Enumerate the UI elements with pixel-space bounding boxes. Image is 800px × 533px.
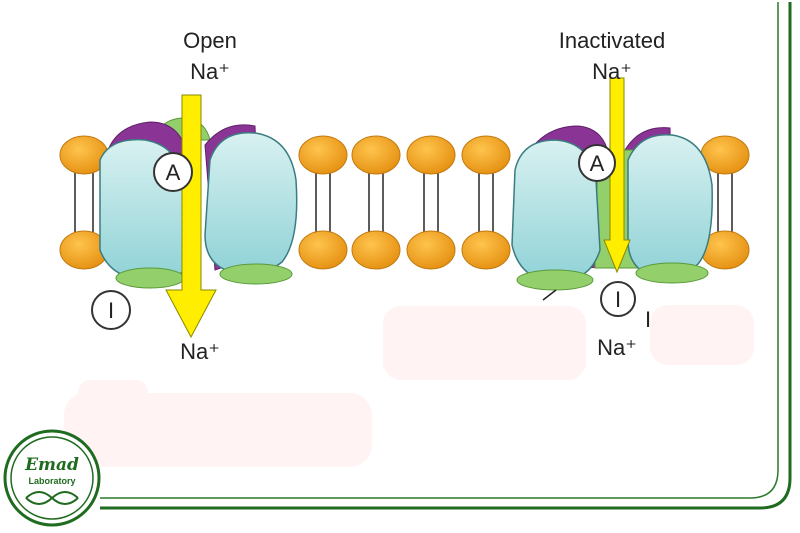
sodium-bottom-label: Na⁺	[180, 339, 220, 364]
activation-gate-left: A	[153, 152, 193, 192]
logo-subtitle: Laboratory	[28, 476, 75, 486]
protein-base-left	[115, 267, 185, 289]
frame-border	[100, 2, 792, 510]
inactivated-channel: A I Inactivated Na⁺ Na⁺ I	[511, 28, 713, 360]
redaction-box-4	[78, 380, 148, 410]
emad-laboratory-logo: Emad Laboratory	[3, 429, 101, 527]
stray-mark: I	[645, 307, 651, 332]
lipid-heads-top	[59, 135, 750, 175]
sodium-flow-arrow-blocked	[603, 77, 631, 274]
dna-icon	[25, 491, 79, 505]
inactivation-gate-label-r: I	[615, 287, 621, 312]
protein-base-right-r	[635, 262, 709, 284]
sodium-top-label: Na⁺	[190, 59, 230, 84]
inactivation-gate-right: I	[600, 281, 636, 317]
open-channel: A I Open Na⁺ Na⁺	[91, 28, 298, 364]
sodium-bottom-label-r: Na⁺	[597, 335, 637, 360]
lipid-tails	[74, 172, 733, 234]
inactivation-gate-left: I	[91, 290, 131, 330]
sodium-top-label-r: Na⁺	[592, 59, 632, 84]
activation-gate-label-r: A	[590, 151, 605, 176]
open-state-label: Open	[183, 28, 237, 53]
protein-base-right	[219, 263, 293, 285]
inactivated-state-label: Inactivated	[559, 28, 665, 53]
activation-gate-label: A	[166, 160, 181, 185]
frame-border-inner	[100, 2, 779, 499]
protein-base-left-r	[516, 269, 594, 291]
activation-gate-right: A	[578, 144, 616, 182]
protein-body-right-r	[627, 133, 713, 278]
redaction-box-2	[650, 305, 754, 365]
lipid-bilayer	[59, 135, 750, 270]
lipid-heads-bottom	[59, 230, 750, 270]
redaction-box-3	[64, 393, 372, 467]
sodium-flow-arrow-open	[165, 94, 217, 339]
redaction-box-1	[383, 306, 586, 380]
pointer-line	[542, 289, 557, 301]
protein-body-right	[204, 132, 298, 275]
redacted-areas	[64, 305, 754, 467]
inactivation-gate-label: I	[108, 298, 114, 323]
logo-name: Emad	[24, 455, 79, 475]
